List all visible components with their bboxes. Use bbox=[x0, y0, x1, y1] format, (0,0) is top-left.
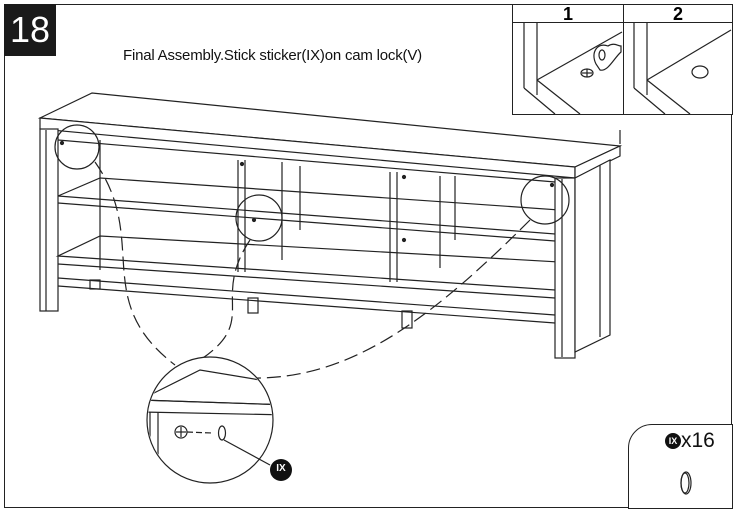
step-number: 18 bbox=[4, 4, 56, 56]
parts-quantity: x16 bbox=[681, 429, 715, 452]
step-title: Final Assembly.Stick sticker(IX)on cam l… bbox=[123, 47, 422, 64]
inset-panel-1-label: 1 bbox=[513, 5, 624, 23]
page-border bbox=[4, 4, 732, 508]
callout-part-label: IX bbox=[276, 463, 286, 474]
sticker-icon bbox=[680, 471, 692, 495]
detail-inset: 1 2 bbox=[512, 4, 733, 115]
inset-divider bbox=[623, 5, 624, 115]
inset-panel-2-label: 2 bbox=[624, 5, 732, 23]
part-badge: IX bbox=[665, 433, 681, 449]
